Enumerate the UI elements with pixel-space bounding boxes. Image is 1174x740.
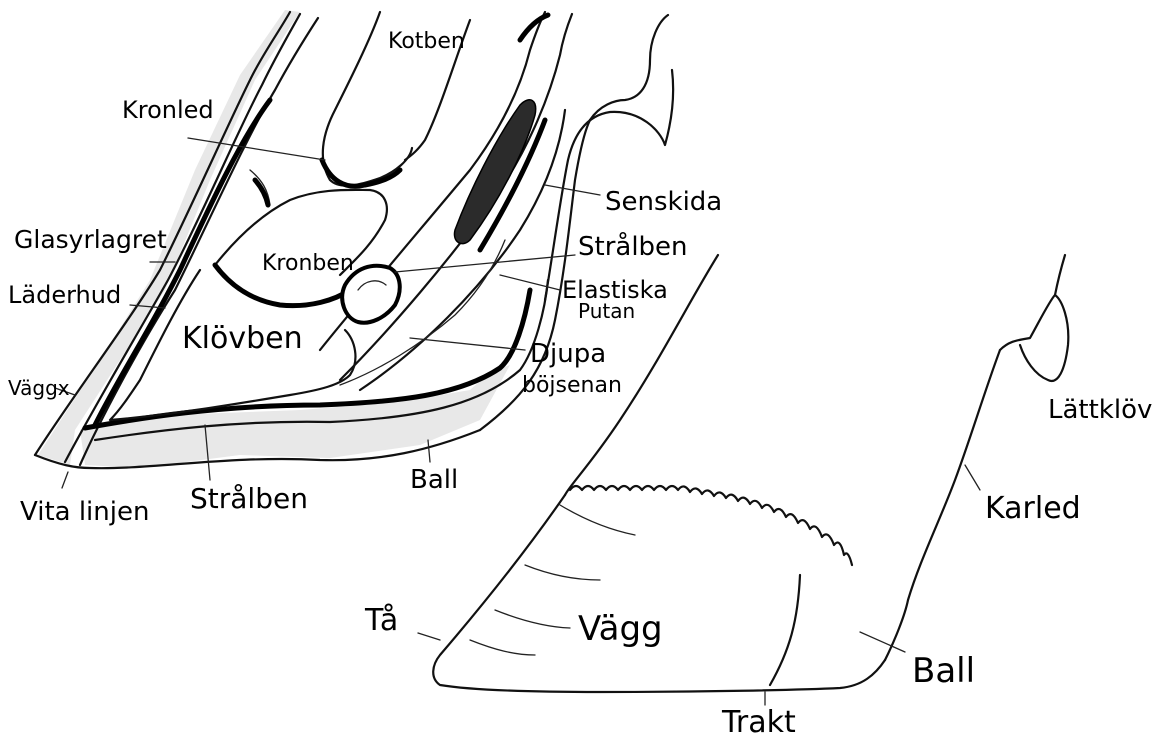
- skin-back-outline: [590, 15, 668, 120]
- coronary-dark: [255, 180, 268, 205]
- wall-ring-3: [495, 610, 570, 628]
- leader-ball-left: [428, 440, 430, 462]
- label-djupa: Djupa: [530, 339, 606, 369]
- label-ball-left: Ball: [410, 465, 458, 495]
- label-kotben: Kotben: [388, 29, 465, 54]
- leader-vita-linjen: [62, 472, 68, 488]
- label-bojsenan: böjsenan: [522, 373, 622, 398]
- label-vita-linjen: Vita linjen: [20, 497, 149, 527]
- label-kronled: Kronled: [122, 96, 214, 124]
- label-ball-right: Ball: [912, 651, 975, 691]
- exterior-hoof-drawing: [418, 255, 1068, 705]
- label-putan: Putan: [578, 299, 635, 323]
- label-glasyrlagret: Glasyrlagret: [14, 225, 167, 254]
- label-vaggx: Väggx: [8, 376, 70, 400]
- quarter-line: [770, 575, 800, 685]
- wall-ring-4: [470, 640, 535, 655]
- label-vagg: Vägg: [578, 609, 663, 649]
- leader-karled: [965, 465, 980, 490]
- leader-ta: [418, 633, 440, 640]
- leader-ball-right: [860, 632, 905, 652]
- label-laderhud: Läderhud: [8, 281, 121, 309]
- label-stralben-bottom: Strålben: [190, 482, 308, 515]
- labels: Kotben Kronled Senskida Glasyrlagret Kro…: [8, 29, 1152, 740]
- exterior-toe-outline: [433, 495, 885, 692]
- wall-ring-1: [560, 505, 635, 535]
- leader-stralben-top: [395, 255, 575, 272]
- label-kronben: Kronben: [262, 251, 354, 276]
- label-senskida: Senskida: [605, 187, 722, 217]
- label-trakt: Trakt: [721, 705, 796, 740]
- wall-ring-2: [525, 565, 600, 580]
- label-klovben: Klövben: [182, 321, 303, 356]
- exterior-dewclaw: [1000, 295, 1068, 381]
- exterior-heel-outline: [885, 350, 1000, 660]
- leader-djupa: [410, 338, 525, 350]
- exterior-dewclaw-stem: [1055, 255, 1065, 295]
- label-lattklov: Lättklöv: [1048, 395, 1152, 425]
- label-ta: Tå: [364, 603, 398, 638]
- label-karled: Karled: [985, 491, 1081, 526]
- exterior-coronet-wavy: [570, 486, 852, 565]
- label-stralben-top: Strålben: [578, 231, 688, 262]
